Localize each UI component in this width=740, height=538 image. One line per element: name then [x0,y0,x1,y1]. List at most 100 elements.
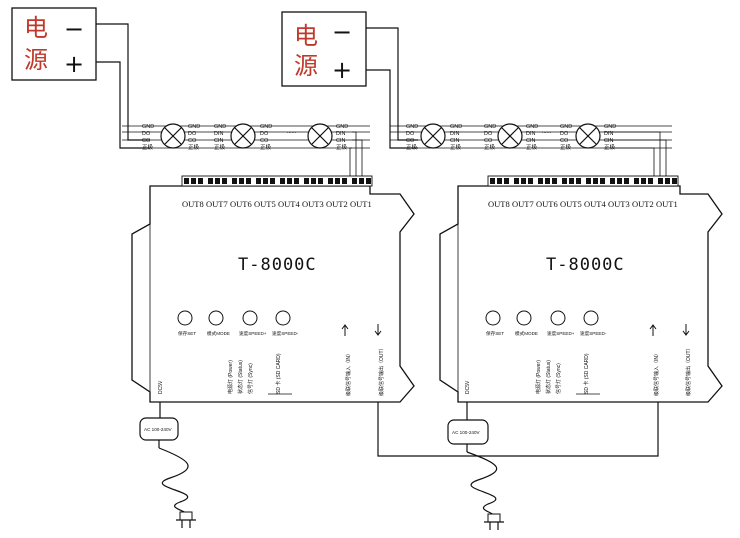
dc-label: DC5V [465,380,471,394]
arrow-down-icon [374,324,382,336]
psu-wire-minus-left [96,23,150,141]
led-chain-left: ...... GND DO CO 正极 GND DO CO 正极 GND DIN… [122,123,370,180]
svg-text:正极: 正极 [142,143,154,151]
controller-right: OUT8 OUT7 OUT6 OUT5 OUT4 OUT3 OUT2 OUT1 … [439,175,723,403]
svg-text:GND: GND [406,124,418,130]
svg-text:DIN: DIN [336,131,346,137]
output-label: OUT5 [560,199,582,209]
sd-card-label: SD 卡 (SD CARD) [583,353,590,394]
svg-text:GND: GND [604,124,616,130]
sync-indicator-label: 信号灯 (Sync) [555,363,562,394]
adapter-label: AC 100-240V [144,427,173,432]
svg-text:GND: GND [214,124,226,130]
pin-labels-left-1: GND DO CO 正极 GND DO CO 正极 GND DIN CIN 正极… [142,124,348,151]
svg-text:正极: 正极 [450,143,462,151]
adapter-label: AC 100-240V [452,430,481,435]
svg-text:GND: GND [560,124,572,130]
svg-text:GND: GND [484,124,496,130]
sd-card-label: SD 卡 (SD CARD) [275,353,282,394]
svg-text:DIN: DIN [450,131,460,137]
controller-buttons: 保存SET 模式MODE 速度SPEED+ 速度SPEED- [485,310,607,337]
power-minus-sign: − [332,18,352,46]
terminal-blocks [181,175,373,187]
svg-text:CO: CO [188,138,197,144]
svg-text:DO: DO [406,131,415,137]
svg-text:正极: 正极 [604,143,616,151]
set-button[interactable] [485,310,501,326]
svg-text:CO: CO [142,138,151,144]
arrow-up-icon [341,324,349,336]
status-indicator-label: 状态灯 (Status) [237,360,244,394]
svg-text:速度SPEED+: 速度SPEED+ [239,330,267,337]
controller-model: T-8000C [238,255,317,275]
svg-text:速度SPEED-: 速度SPEED- [272,330,299,337]
output-labels: OUT8 OUT7 OUT6 OUT5 OUT4 OUT3 OUT2 OUT1 [488,199,678,209]
svg-text:GND: GND [260,124,272,130]
svg-text:正极: 正极 [560,143,572,151]
power-minus-sign: − [64,15,84,43]
pin-labels-right-1: GND DO CO 正极 GND DIN CIN 正极 GND DO CO 正极… [406,124,616,151]
speed-up-button[interactable] [242,310,258,326]
power-char-bottom: 源 [24,46,48,74]
svg-text:DIN: DIN [526,131,536,137]
sync-in-label: 级联信号输入（IN） [345,351,352,396]
led-pixel [307,123,333,149]
svg-text:CIN: CIN [604,138,614,144]
plug-icon [484,513,504,530]
svg-text:GND: GND [336,124,348,130]
svg-text:DO: DO [188,131,197,137]
controller-buttons: 保存SET 模式MODE 速度SPEED+ 速度SPEED- [177,310,299,337]
output-label: OUT2 [326,199,348,209]
output-label: OUT1 [350,199,372,209]
arrow-up-icon [649,324,657,336]
svg-text:正极: 正极 [336,143,348,151]
power-indicator-label: 电源灯 (Power) [535,360,542,394]
svg-text:正极: 正极 [484,143,496,151]
led-pixel [575,123,601,149]
output-label: OUT4 [584,199,606,209]
power-plus-sign: + [64,50,84,78]
power-supply-right: 电 源 − + [281,11,367,87]
power-char-bottom: 源 [294,52,318,80]
output-label: OUT6 [230,199,252,209]
pixel-chain-ellipsis: ...... [542,129,552,135]
set-button[interactable] [177,310,193,326]
power-char-top: 电 [24,14,48,42]
svg-text:DO: DO [260,131,269,137]
led-pixel [420,123,446,149]
output-label: OUT5 [254,199,276,209]
svg-text:正极: 正极 [214,143,226,151]
svg-text:GND: GND [188,124,200,130]
svg-text:CO: CO [260,138,269,144]
speed-down-button[interactable] [275,310,291,326]
svg-text:GND: GND [526,124,538,130]
svg-text:速度SPEED+: 速度SPEED+ [547,330,575,337]
power-supply-box [281,11,367,87]
svg-text:保存SET: 保存SET [178,330,196,337]
svg-text:正极: 正极 [188,143,200,151]
power-supply-left: 电 源 − + [11,7,97,81]
pixel-chain-ellipsis: ...... [287,129,297,135]
power-adapter-right: AC 100-240V [447,402,504,530]
output-label: OUT4 [278,199,300,209]
speed-up-button[interactable] [550,310,566,326]
output-label: OUT8 [182,199,204,209]
power-supply-box [11,7,97,81]
svg-text:速度SPEED-: 速度SPEED- [580,330,607,337]
arrow-down-icon [682,324,690,336]
power-adapter-left: AC 100-240V [139,402,196,528]
svg-text:CO: CO [560,138,569,144]
led-chain-right: ...... GND DO CO 正极 GND DIN CIN 正极 GND D… [390,123,672,180]
speed-down-button[interactable] [583,310,599,326]
svg-text:DO: DO [560,131,569,137]
mode-button[interactable] [516,310,532,326]
svg-text:DIN: DIN [214,131,224,137]
sync-indicator-label: 信号灯 (Sync) [247,363,254,394]
output-label: OUT1 [656,199,678,209]
led-pixel [230,123,256,149]
svg-text:CIN: CIN [450,138,460,144]
led-pixel [160,123,186,149]
power-char-top: 电 [294,22,318,50]
mode-button[interactable] [208,310,224,326]
